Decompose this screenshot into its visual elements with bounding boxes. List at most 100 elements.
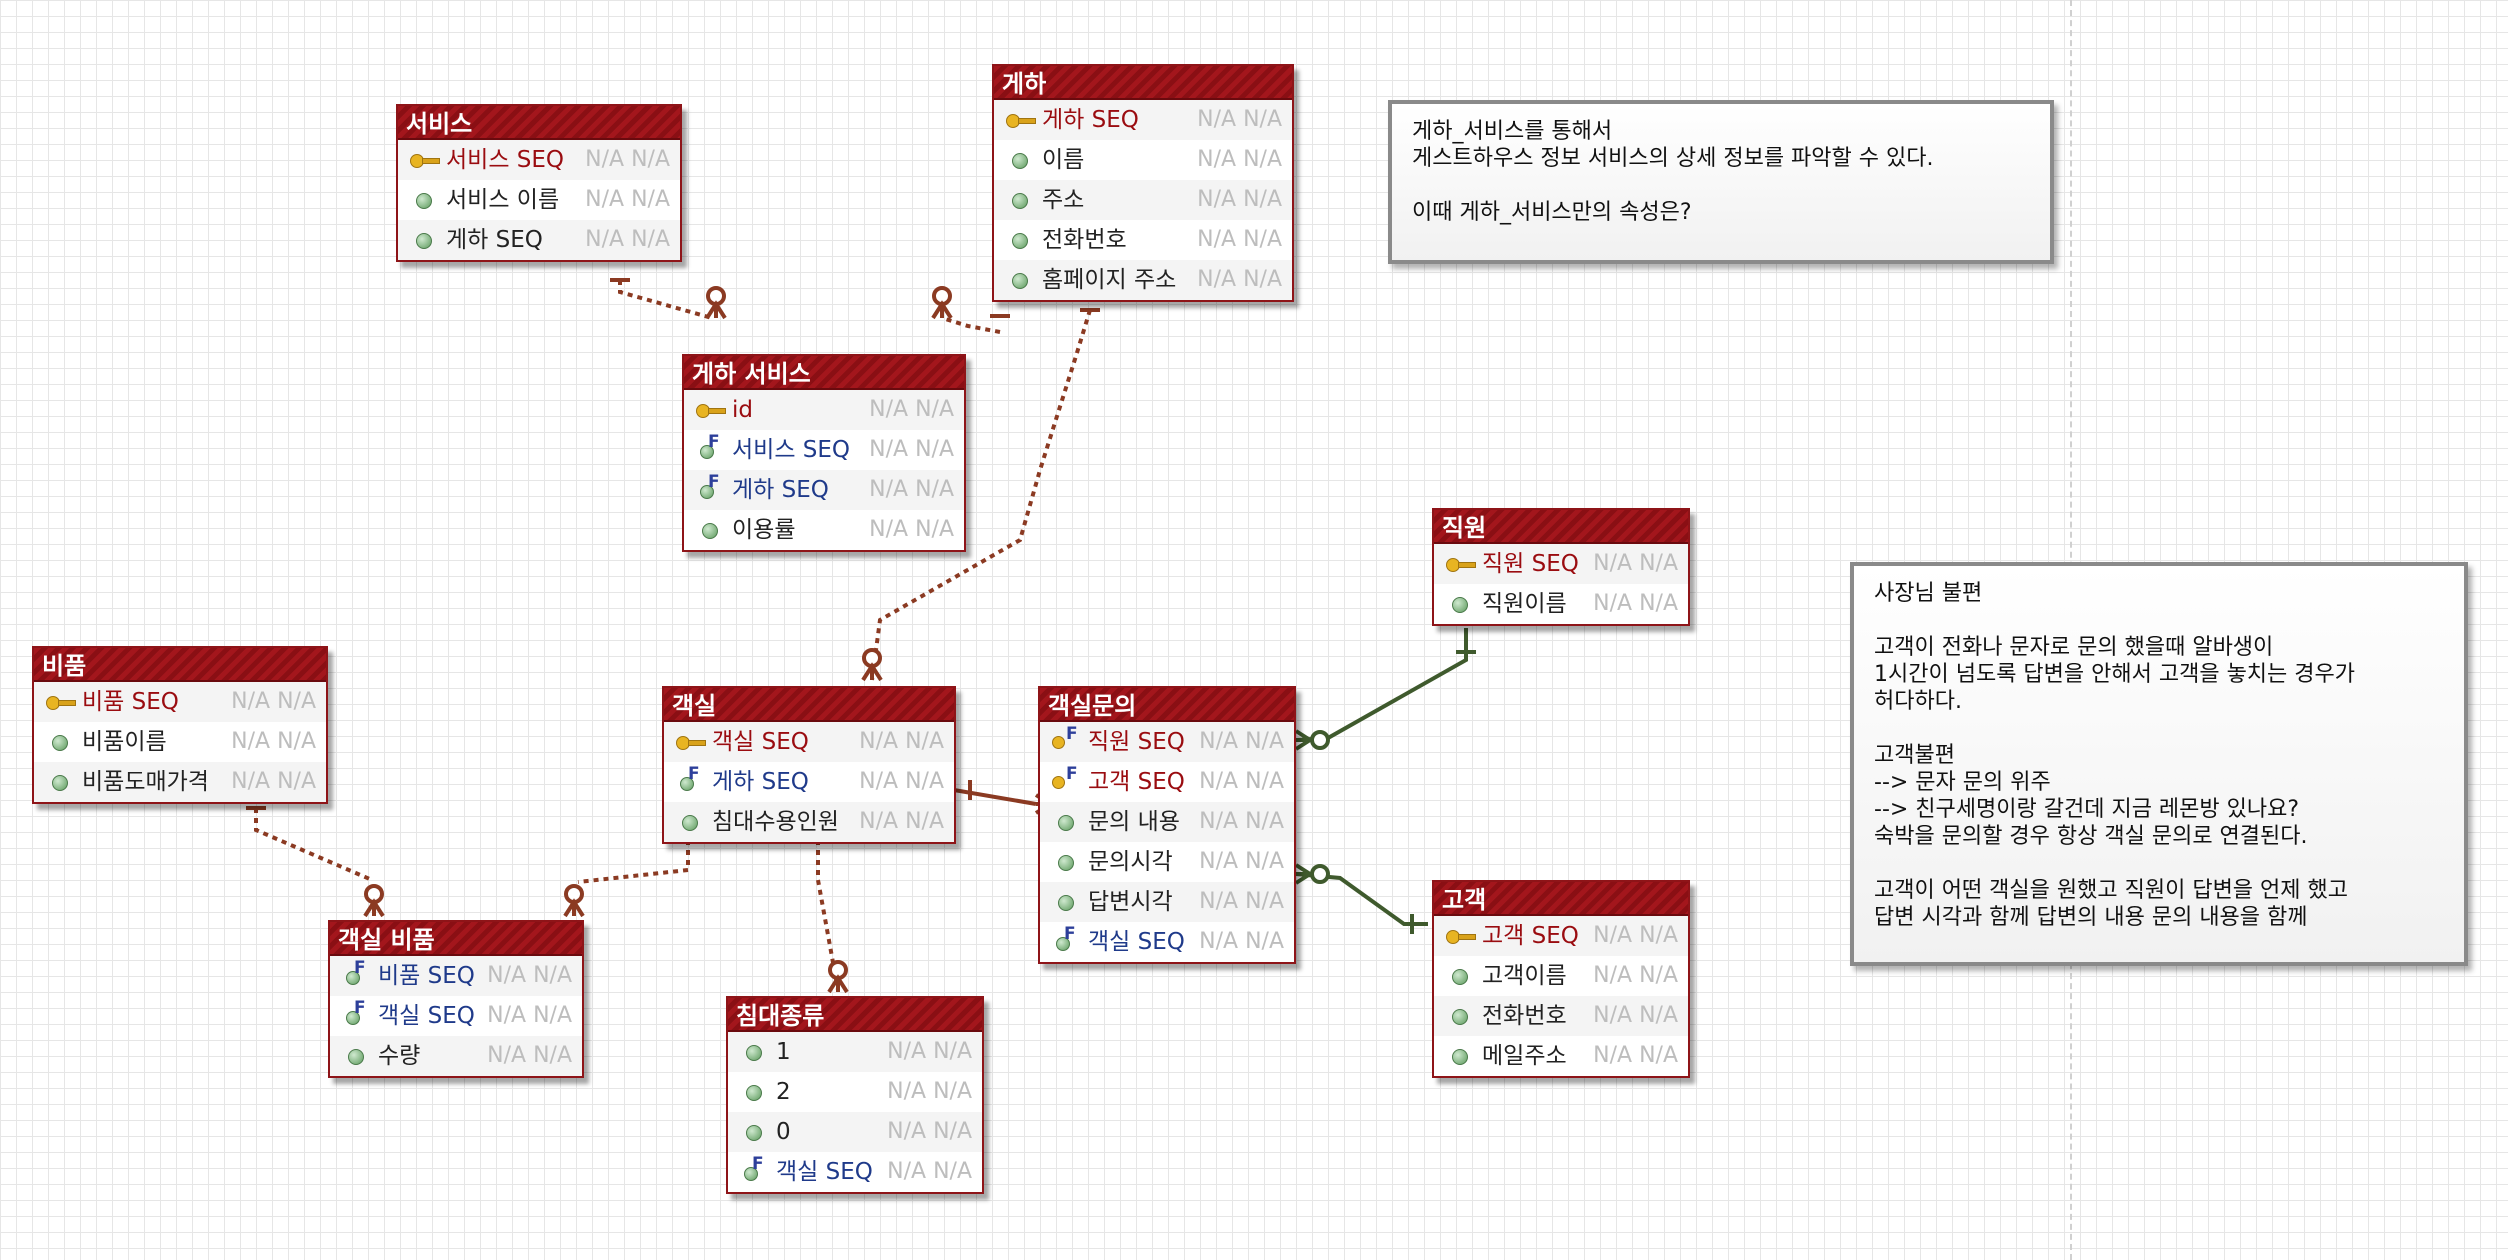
column-nullability: N/A N/A — [859, 729, 944, 754]
zero-marker — [1310, 864, 1330, 884]
column-name: 게하 SEQ — [1042, 107, 1139, 133]
column-name: 비품 SEQ — [82, 689, 179, 715]
attribute-dot-icon — [1446, 956, 1474, 996]
column-name: 객실 SEQ — [1088, 929, 1185, 955]
column-row[interactable]: 서비스 SEQ N/A N/A — [684, 422, 964, 470]
column-name: 서비스 SEQ — [732, 437, 851, 463]
crowfoot-marker — [363, 898, 385, 918]
note-owner-complaint[interactable]: 사장님 불편 고객이 전화나 문자로 문의 했을때 알바생이 1시간이 넘도록 … — [1850, 562, 2468, 966]
column-nullability: N/A N/A — [1593, 1043, 1678, 1068]
attribute-dot-icon — [46, 762, 74, 802]
column-row[interactable]: 고객 SEQ N/A N/A — [1040, 754, 1294, 802]
attribute-dot-icon — [410, 220, 438, 260]
key-icon — [1446, 544, 1476, 584]
column-nullability: N/A N/A — [1197, 187, 1282, 212]
column-name: 메일주소 — [1482, 1043, 1567, 1069]
column-name: 전화번호 — [1482, 1003, 1567, 1029]
column-nullability: N/A N/A — [1199, 849, 1284, 874]
column-nullability: N/A N/A — [887, 1039, 972, 1064]
column-row[interactable]: 메일주소 N/A N/A — [1434, 1036, 1688, 1076]
key-icon — [1006, 100, 1036, 140]
column-name: 1 — [776, 1039, 791, 1065]
column-name: 게하 SEQ — [446, 227, 543, 253]
column-nullability: N/A N/A — [859, 769, 944, 794]
column-nullability: N/A N/A — [231, 689, 316, 714]
column-nullability: N/A N/A — [869, 437, 954, 462]
column-row[interactable]: 주소 N/A N/A — [994, 180, 1292, 220]
zero-marker — [828, 960, 848, 980]
column-nullability: N/A N/A — [1197, 227, 1282, 252]
column-name: 주소 — [1042, 187, 1085, 213]
column-name: 문의 내용 — [1088, 809, 1180, 835]
crowfoot-marker — [1294, 729, 1314, 751]
column-nullability: N/A N/A — [1593, 923, 1678, 948]
foreign-key-icon — [342, 948, 370, 996]
relationship-line — [254, 808, 373, 882]
relationship-line — [618, 280, 713, 320]
note-guesthouse-service[interactable]: 게하_서비스를 통해서 게스트하우스 정보 서비스의 상세 정보를 파악할 수 … — [1388, 100, 2054, 264]
crowfoot-marker — [861, 662, 883, 682]
attribute-dot-icon — [740, 1032, 768, 1072]
column-name: 고객 SEQ — [1088, 769, 1185, 795]
column-row[interactable]: 비품 SEQ N/A N/A — [34, 682, 326, 722]
attribute-dot-icon — [1006, 140, 1034, 180]
entity-title: 직원 — [1434, 510, 1688, 544]
attribute-dot-icon — [676, 802, 704, 842]
column-nullability: N/A N/A — [487, 1003, 572, 1028]
column-nullability: N/A N/A — [1197, 147, 1282, 172]
attribute-dot-icon — [696, 510, 724, 550]
column-name: 0 — [776, 1119, 791, 1145]
column-row[interactable]: 1 N/A N/A — [728, 1032, 982, 1072]
column-name: 비품도매가격 — [82, 769, 209, 795]
column-name: 직원 SEQ — [1482, 551, 1579, 577]
column-nullability: N/A N/A — [1199, 889, 1284, 914]
column-nullability: N/A N/A — [869, 477, 954, 502]
column-nullability: N/A N/A — [1199, 769, 1284, 794]
